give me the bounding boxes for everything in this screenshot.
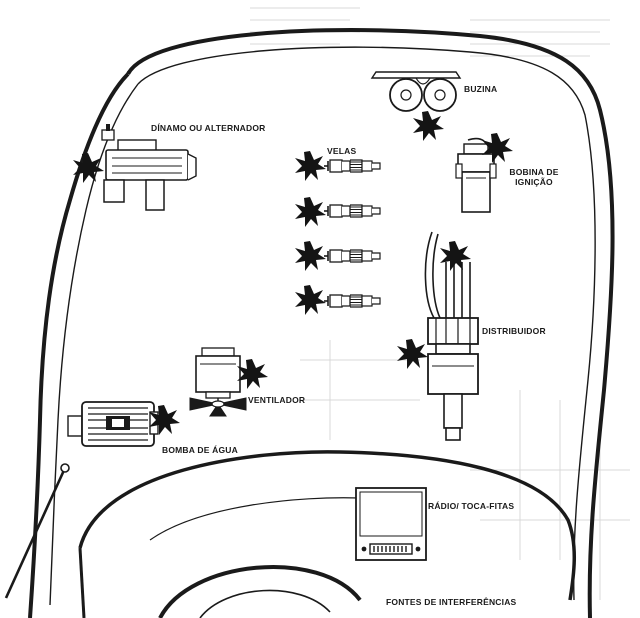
interference-burst-icon (295, 197, 326, 227)
car-body-outline (28, 28, 615, 618)
radio-icon (355, 487, 427, 561)
label-distribuidor: DISTRIBUIDOR (482, 326, 546, 336)
label-buzina: BUZINA (464, 84, 498, 94)
label-dinamo: DÍNAMO OU ALTERNADOR (151, 123, 266, 133)
water-pump-icon (67, 401, 159, 447)
spark-plug-icon (323, 159, 381, 173)
interference-burst-icon (413, 111, 444, 141)
label-fontes: FONTES DE INTERFERÊNCIAS (386, 597, 517, 607)
interference-burst-icon (295, 241, 326, 271)
ignition-coil-icon (455, 137, 497, 213)
label-bomba: BOMBA DE ÁGUA (162, 445, 238, 455)
interference-burst-icon (295, 151, 326, 181)
label-bobina-line2: IGNIÇÃO (515, 177, 553, 187)
generator-icon (101, 124, 197, 211)
interference-burst-icon (295, 285, 326, 315)
interference-burst-icon (440, 241, 471, 271)
antenna-icon (4, 463, 70, 599)
spark-plugs (323, 159, 381, 308)
distributor-icon (424, 231, 479, 441)
horn-icon (370, 71, 462, 112)
spark-plug-icon (323, 294, 381, 308)
fan-icon (189, 347, 247, 417)
label-ventilador: VENTILADOR (248, 395, 306, 405)
label-bobina-line1: BOBINA DE (509, 167, 559, 177)
interference-burst-icon (237, 359, 268, 389)
label-radio: RÁDIO/ TOCA-FITAS (428, 501, 515, 511)
spark-plug-icon (323, 249, 381, 263)
label-velas: VELAS (327, 146, 357, 156)
steering-wheel-icon (158, 565, 362, 618)
spark-plug-icon (323, 204, 381, 218)
interference-burst-icon (397, 339, 428, 369)
